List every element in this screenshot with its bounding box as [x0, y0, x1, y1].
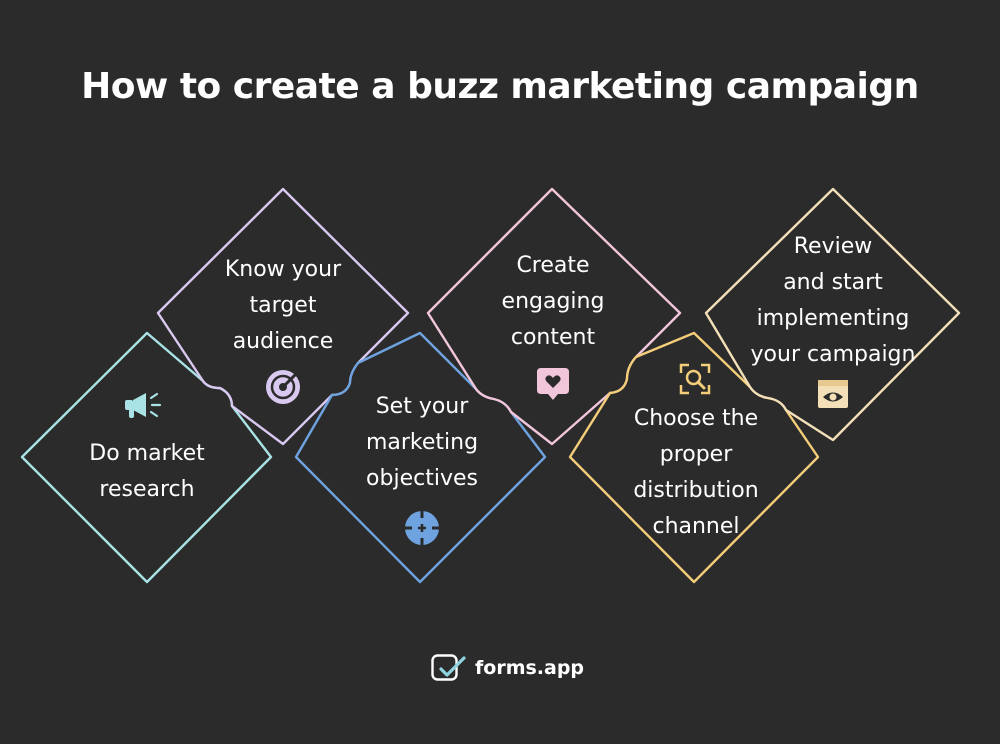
- step-1-label: Do market research: [89, 441, 205, 502]
- step-2-label: Know your target audience: [224, 257, 342, 354]
- megaphone-icon: [125, 392, 162, 418]
- brand-name-suffix: .app: [536, 657, 585, 679]
- heart-chat-icon: [537, 368, 569, 400]
- forms-app-logo-icon: [431, 654, 466, 681]
- step-3-label: Set your marketing objectives: [365, 394, 479, 491]
- step-6-label: Review and start implementing your campa…: [750, 234, 916, 367]
- eye-icon: [818, 380, 848, 408]
- page-title: How to create a buzz marketing campaign: [81, 66, 919, 107]
- step-4-label: Create engaging content: [501, 253, 605, 350]
- brand-logo: forms.app: [431, 654, 584, 682]
- brand-name: forms.app: [475, 657, 585, 679]
- target-arrow-icon: [266, 369, 301, 404]
- step-6-diamond: [704, 187, 961, 442]
- step-5-label: Choose the proper distribution channel: [633, 406, 759, 539]
- search-icon: [679, 363, 711, 395]
- crosshair-icon: [405, 511, 439, 545]
